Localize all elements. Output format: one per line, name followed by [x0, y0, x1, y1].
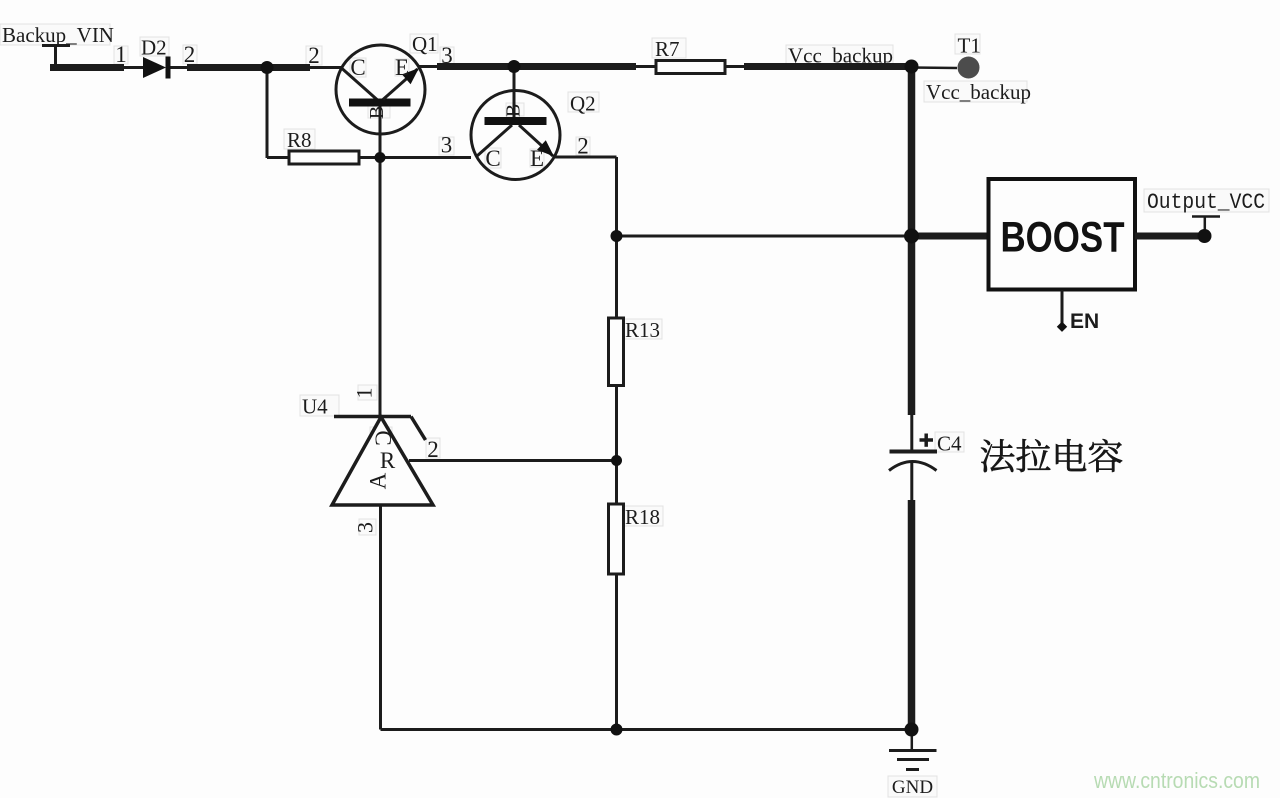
svg-text:Backup_VIN: Backup_VIN: [2, 23, 114, 47]
svg-text:R8: R8: [287, 128, 312, 152]
svg-text:Q2: Q2: [570, 92, 596, 116]
svg-text:C: C: [350, 55, 365, 80]
svg-text:EN: EN: [1070, 310, 1099, 333]
svg-text:B: B: [366, 106, 388, 119]
svg-text:1: 1: [352, 388, 377, 399]
svg-text:3: 3: [353, 522, 378, 533]
svg-text:C: C: [485, 146, 500, 171]
svg-text:BOOST: BOOST: [1001, 215, 1125, 262]
svg-text:R18: R18: [625, 505, 660, 529]
svg-text:U4: U4: [302, 395, 328, 419]
svg-text:A: A: [365, 472, 390, 489]
svg-text:R7: R7: [655, 37, 680, 61]
svg-text:2: 2: [184, 42, 196, 67]
svg-text:Output_VCC: Output_VCC: [1147, 190, 1265, 215]
svg-text:T1: T1: [958, 34, 981, 58]
svg-text:3: 3: [441, 43, 453, 68]
svg-text:E: E: [395, 55, 409, 80]
svg-text:1: 1: [115, 42, 127, 67]
svg-text:2: 2: [427, 437, 439, 462]
svg-text:Vcc_backup: Vcc_backup: [788, 44, 893, 68]
svg-text:Vcc_backup: Vcc_backup: [926, 80, 1031, 104]
svg-text:D2: D2: [141, 36, 167, 60]
svg-text:C: C: [371, 430, 396, 445]
svg-text:Q1: Q1: [412, 32, 438, 56]
svg-text:E: E: [530, 146, 544, 171]
svg-text:R13: R13: [625, 318, 660, 342]
svg-text:R: R: [380, 448, 396, 473]
svg-text:2: 2: [577, 134, 589, 159]
svg-text:C4: C4: [937, 432, 962, 456]
svg-text:GND: GND: [892, 777, 933, 798]
svg-text:2: 2: [308, 43, 320, 68]
svg-text:www.cntronics.com: www.cntronics.com: [1093, 768, 1260, 793]
svg-text:B: B: [503, 104, 525, 117]
svg-text:3: 3: [441, 133, 453, 158]
